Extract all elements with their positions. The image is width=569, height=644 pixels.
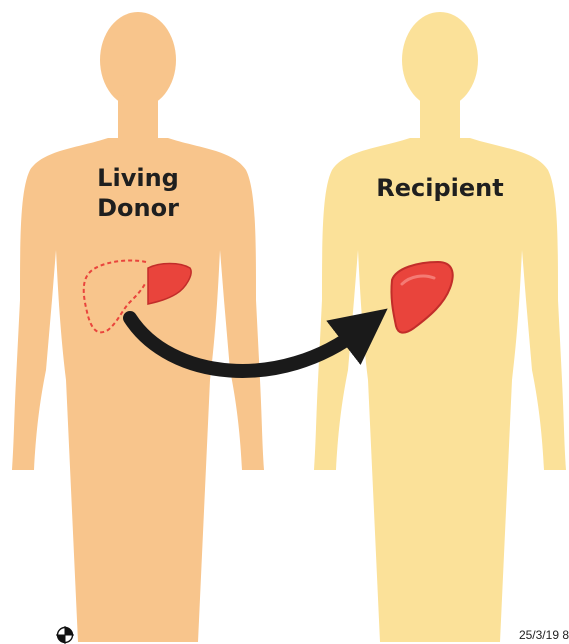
page-stamp: 25/3/19 8 (519, 628, 569, 642)
crosshair-icon (56, 626, 74, 644)
recipient-label: Recipient (352, 173, 528, 203)
donor-label: Living Donor (58, 163, 218, 223)
recipient-body-silhouette (314, 12, 566, 642)
donor-label-line2: Donor (58, 193, 218, 223)
donor-label-line1: Living (58, 163, 218, 193)
